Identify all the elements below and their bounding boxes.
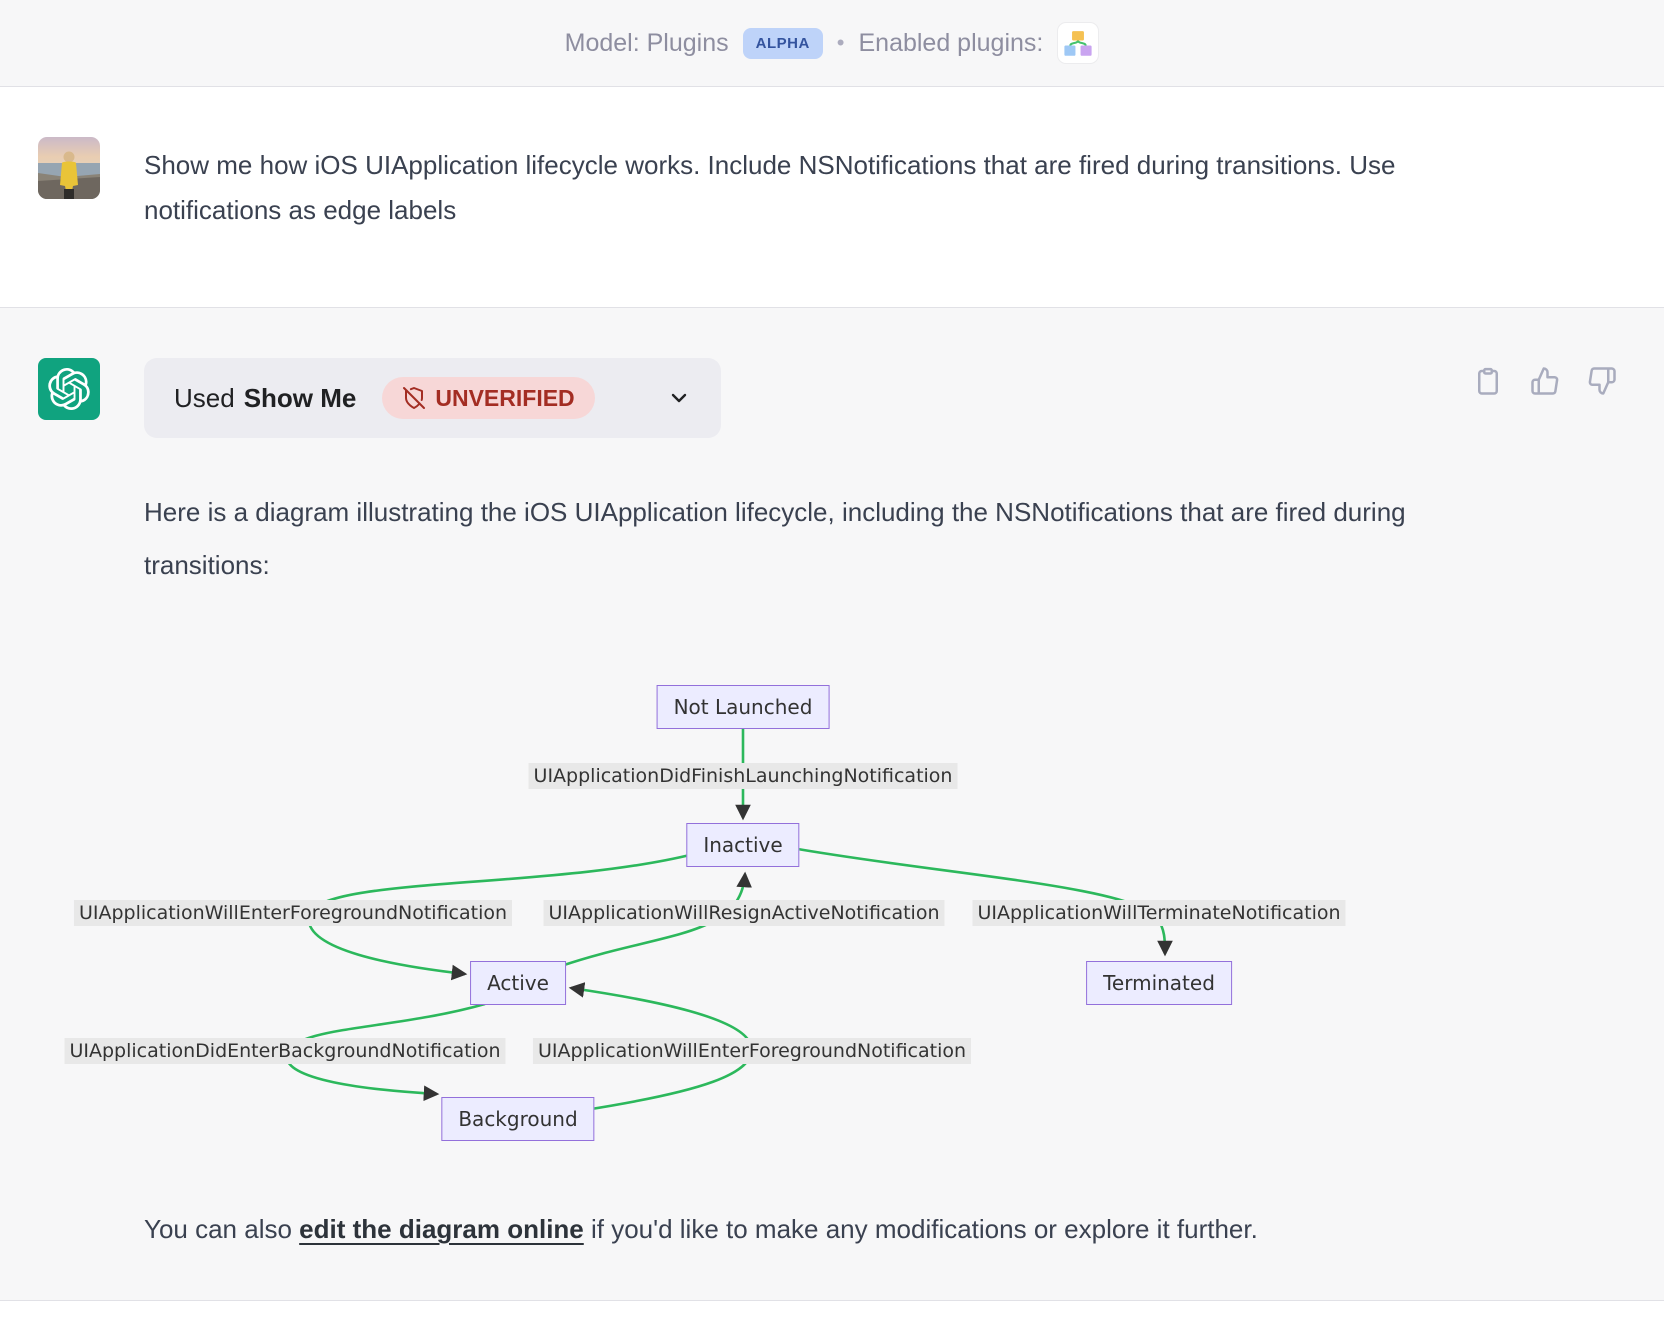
user-avatar	[38, 137, 100, 199]
edge-label: UIApplicationDidFinishLaunchingNotificat…	[528, 763, 958, 789]
thumbs-down-icon	[1588, 367, 1616, 395]
model-label: Model: Plugins	[564, 28, 729, 57]
edge-label: UIApplicationWillTerminateNotification	[972, 900, 1346, 926]
outro-prefix: You can also	[144, 1214, 300, 1244]
user-message-row: Show me how iOS UIApplication lifecycle …	[0, 87, 1664, 307]
next-section-strip	[0, 1301, 1664, 1323]
enabled-plugins-label: Enabled plugins:	[858, 28, 1044, 57]
node-inactive: Inactive	[686, 823, 800, 867]
shield-off-icon	[403, 387, 426, 409]
node-not-launched: Not Launched	[656, 685, 830, 729]
outro-suffix: if you'd like to make any modifications …	[583, 1214, 1258, 1244]
alpha-badge: ALPHA	[742, 27, 823, 59]
edit-diagram-link[interactable]: edit the diagram online	[299, 1214, 584, 1244]
lifecycle-diagram: UIApplicationDidFinishLaunchingNotificat…	[64, 630, 1573, 1145]
openai-logo-icon	[48, 368, 90, 410]
edge-label: UIApplicationDidEnterBackgroundNotificat…	[64, 1038, 506, 1064]
plugin-name: Show Me	[243, 382, 357, 413]
used-plugin-pill[interactable]: Used Show Me UNVERIFIED	[144, 358, 721, 438]
edge-label: UIApplicationWillResignActiveNotificatio…	[543, 900, 945, 926]
model-header: Model: Plugins ALPHA • Enabled plugins:	[0, 0, 1664, 87]
thumbs-down-button[interactable]	[1587, 366, 1617, 401]
thumbs-up-icon	[1531, 367, 1559, 395]
used-label: Used	[174, 382, 235, 413]
assistant-outro-text: You can also edit the diagram online if …	[144, 1203, 1434, 1256]
node-terminated: Terminated	[1086, 961, 1232, 1005]
node-background: Background	[441, 1097, 595, 1141]
mini-diagram-icon	[1064, 31, 1092, 56]
chevron-down-icon[interactable]	[667, 386, 691, 410]
clipboard-icon	[1478, 367, 1498, 395]
user-message-text: Show me how iOS UIApplication lifecycle …	[144, 150, 1396, 225]
assistant-message-row: Used Show Me UNVERIFIED	[0, 307, 1664, 1301]
unverified-badge: UNVERIFIED	[382, 377, 595, 419]
diagram-edges	[285, 728, 1173, 1112]
thumbs-up-button[interactable]	[1530, 366, 1560, 401]
unverified-label: UNVERIFIED	[435, 384, 575, 411]
assistant-intro-text: Here is a diagram illustrating the iOS U…	[144, 497, 1406, 580]
copy-button[interactable]	[1473, 366, 1503, 401]
separator-dot: •	[836, 30, 845, 55]
show-me-plugin-icon[interactable]	[1057, 22, 1100, 64]
edge-label: UIApplicationWillEnterForegroundNotifica…	[532, 1038, 972, 1064]
message-actions	[1473, 366, 1617, 401]
node-active: Active	[470, 961, 566, 1005]
edge-label: UIApplicationWillEnterForegroundNotifica…	[73, 900, 513, 926]
user-avatar-photo	[38, 137, 100, 199]
assistant-avatar	[38, 358, 100, 420]
